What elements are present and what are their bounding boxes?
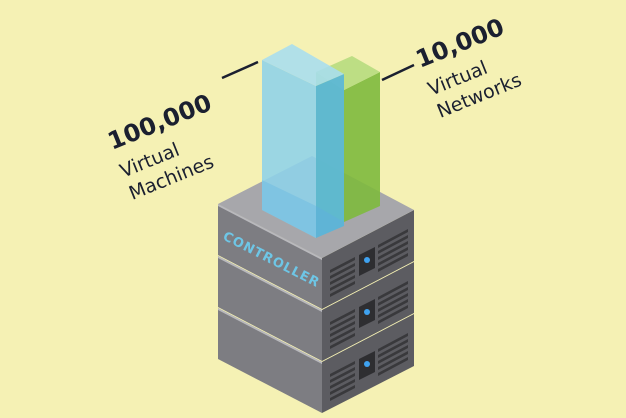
vm-label: 100,000 Virtual Machines [104, 89, 217, 205]
network-leader-line [381, 63, 415, 82]
vent-grille [330, 229, 408, 297]
server-unit-bottom [218, 308, 414, 413]
virtual-machines-bar [262, 44, 344, 238]
vent-grille [330, 281, 408, 349]
vent-grille [330, 333, 408, 401]
network-label: 10,000 Virtual Networks [412, 13, 525, 123]
status-led-icon [364, 361, 370, 367]
server-unit-middle [218, 256, 414, 361]
status-led-icon [364, 309, 370, 315]
status-led-icon [364, 257, 370, 263]
network-count: 10,000 [412, 13, 508, 74]
vm-leader-line [221, 60, 259, 80]
